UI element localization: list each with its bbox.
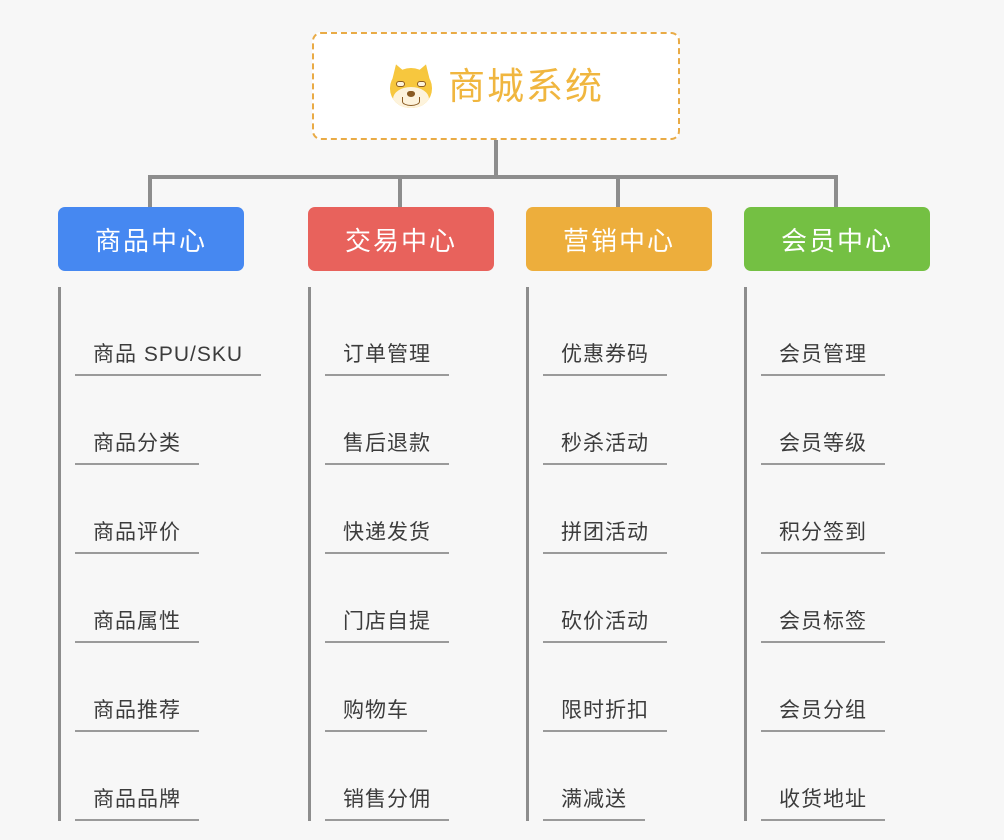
branch-items-2: 订单管理 售后退款 快递发货 门店自提 购物车 销售分佣 [308,287,494,821]
list-item[interactable]: 砍价活动 [543,554,712,643]
shiba-dog-face-icon [388,61,434,109]
connector-branch-drop-4 [834,175,838,207]
list-item[interactable]: 收货地址 [761,732,930,821]
list-item[interactable]: 销售分佣 [325,732,494,821]
list-item[interactable]: 门店自提 [325,554,494,643]
branch-items-4: 会员管理 会员等级 积分签到 会员标签 会员分组 收货地址 [744,287,930,821]
list-item-label: 商品分类 [75,432,199,465]
root-node[interactable]: 商城系统 [312,32,680,140]
list-item-label: 优惠券码 [543,343,667,376]
list-item-label: 商品属性 [75,610,199,643]
list-item[interactable]: 会员分组 [761,643,930,732]
list-item-label: 商品品牌 [75,788,199,821]
list-item[interactable]: 订单管理 [325,287,494,376]
list-item-label: 销售分佣 [325,788,449,821]
connector-branch-drop-2 [398,175,402,207]
branch-column-3: 营销中心 优惠券码 秒杀活动 拼团活动 砍价活动 限时折扣 满减送 [526,207,712,821]
list-item[interactable]: 商品评价 [75,465,244,554]
list-item-label: 砍价活动 [543,610,667,643]
branch-column-1: 商品中心 商品 SPU/SKU 商品分类 商品评价 商品属性 商品推荐 商品品牌 [58,207,262,821]
list-item[interactable]: 商品推荐 [75,643,244,732]
list-item[interactable]: 商品属性 [75,554,244,643]
list-item-label: 商品评价 [75,521,199,554]
connector-root-drop [494,140,498,178]
branch-items-3: 优惠券码 秒杀活动 拼团活动 砍价活动 限时折扣 满减送 [526,287,712,821]
list-item-label: 快递发货 [325,521,449,554]
list-item[interactable]: 售后退款 [325,376,494,465]
list-item-label: 会员等级 [761,432,885,465]
list-item-label: 限时折扣 [543,699,667,732]
list-item[interactable]: 拼团活动 [543,465,712,554]
list-item-label: 会员标签 [761,610,885,643]
branch-header-4[interactable]: 会员中心 [744,207,930,271]
list-item-label: 售后退款 [325,432,449,465]
root-title: 商城系统 [448,65,604,107]
connector-branch-drop-3 [616,175,620,207]
list-item[interactable]: 秒杀活动 [543,376,712,465]
list-item-label: 满减送 [543,788,645,821]
branch-header-1[interactable]: 商品中心 [58,207,244,271]
list-item[interactable]: 会员标签 [761,554,930,643]
list-item-label: 收货地址 [761,788,885,821]
list-item[interactable]: 商品 SPU/SKU [75,287,262,376]
list-item[interactable]: 商品品牌 [75,732,244,821]
list-item-label: 商品 SPU/SKU [75,343,262,376]
connector-horizontal-bus [148,175,834,179]
list-item[interactable]: 积分签到 [761,465,930,554]
branch-column-2: 交易中心 订单管理 售后退款 快递发货 门店自提 购物车 销售分佣 [308,207,494,821]
list-item-label: 会员管理 [761,343,885,376]
branch-items-1: 商品 SPU/SKU 商品分类 商品评价 商品属性 商品推荐 商品品牌 [58,287,262,821]
list-item-label: 门店自提 [325,610,449,643]
list-item[interactable]: 限时折扣 [543,643,712,732]
list-item[interactable]: 满减送 [543,732,712,821]
list-item-label: 会员分组 [761,699,885,732]
list-item-label: 商品推荐 [75,699,199,732]
connector-branch-drop-1 [148,175,152,207]
list-item-label: 订单管理 [325,343,449,376]
branch-header-2[interactable]: 交易中心 [308,207,494,271]
list-item[interactable]: 快递发货 [325,465,494,554]
list-item[interactable]: 购物车 [325,643,494,732]
list-item[interactable]: 会员管理 [761,287,930,376]
list-item-label: 积分签到 [761,521,885,554]
list-item-label: 购物车 [325,699,427,732]
list-item-label: 秒杀活动 [543,432,667,465]
list-item[interactable]: 优惠券码 [543,287,712,376]
list-item[interactable]: 商品分类 [75,376,244,465]
branch-column-4: 会员中心 会员管理 会员等级 积分签到 会员标签 会员分组 收货地址 [744,207,930,821]
list-item[interactable]: 会员等级 [761,376,930,465]
list-item-label: 拼团活动 [543,521,667,554]
branch-header-3[interactable]: 营销中心 [526,207,712,271]
